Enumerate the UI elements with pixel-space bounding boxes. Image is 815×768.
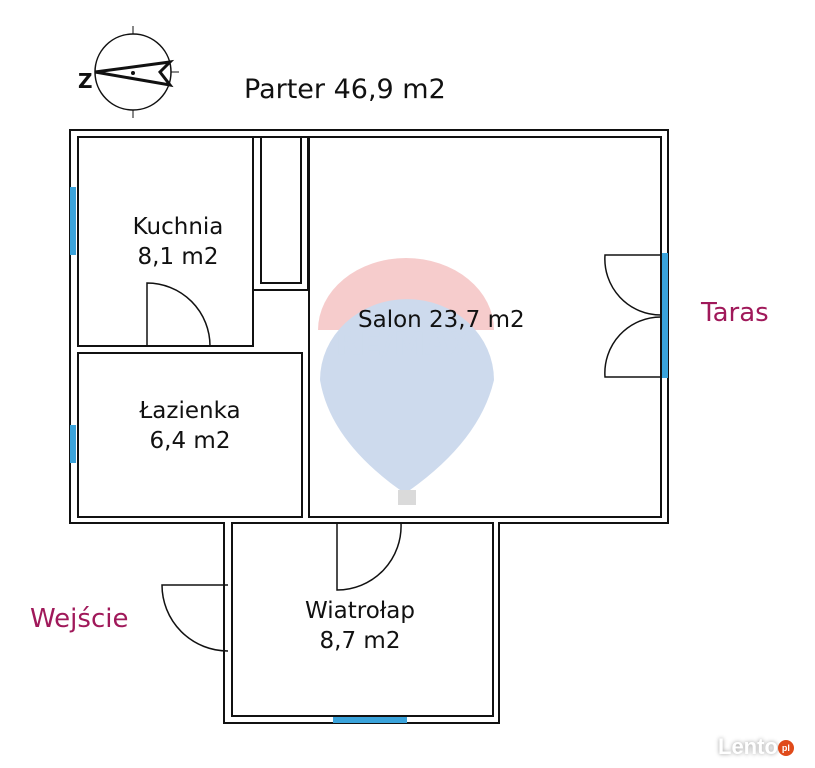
room-name: Kuchnia <box>132 214 224 240</box>
walls <box>69 129 669 724</box>
doors <box>146 254 662 652</box>
terrace-label: Taras <box>701 298 769 328</box>
windows <box>70 187 668 723</box>
compass-letter: Z <box>78 69 93 93</box>
room-area: 6,4 m2 <box>149 428 231 454</box>
room-kuchnia: Kuchnia 8,1 m2 <box>118 212 238 272</box>
room-lazienka: Łazienka 6,4 m2 <box>120 396 260 456</box>
room-name: Wiatrołap <box>305 598 415 624</box>
room-salon: Salon 23,7 m2 <box>358 307 525 333</box>
room-name: Łazienka <box>139 398 241 424</box>
logo-badge: pl <box>777 740 794 757</box>
floor-title: Parter 46,9 m2 <box>244 74 446 105</box>
remax-watermark: RE/MAX <box>318 258 494 505</box>
entrance-label: Wejście <box>30 604 129 634</box>
compass-icon <box>94 26 179 118</box>
room-area: 8,7 m2 <box>319 628 401 654</box>
svg-text:RE/MAX: RE/MAX <box>335 325 475 363</box>
room-area: 8,1 m2 <box>137 244 219 270</box>
logo-text: Lento <box>718 734 778 759</box>
room-wiatrolap: Wiatrołap 8,7 m2 <box>290 596 430 656</box>
